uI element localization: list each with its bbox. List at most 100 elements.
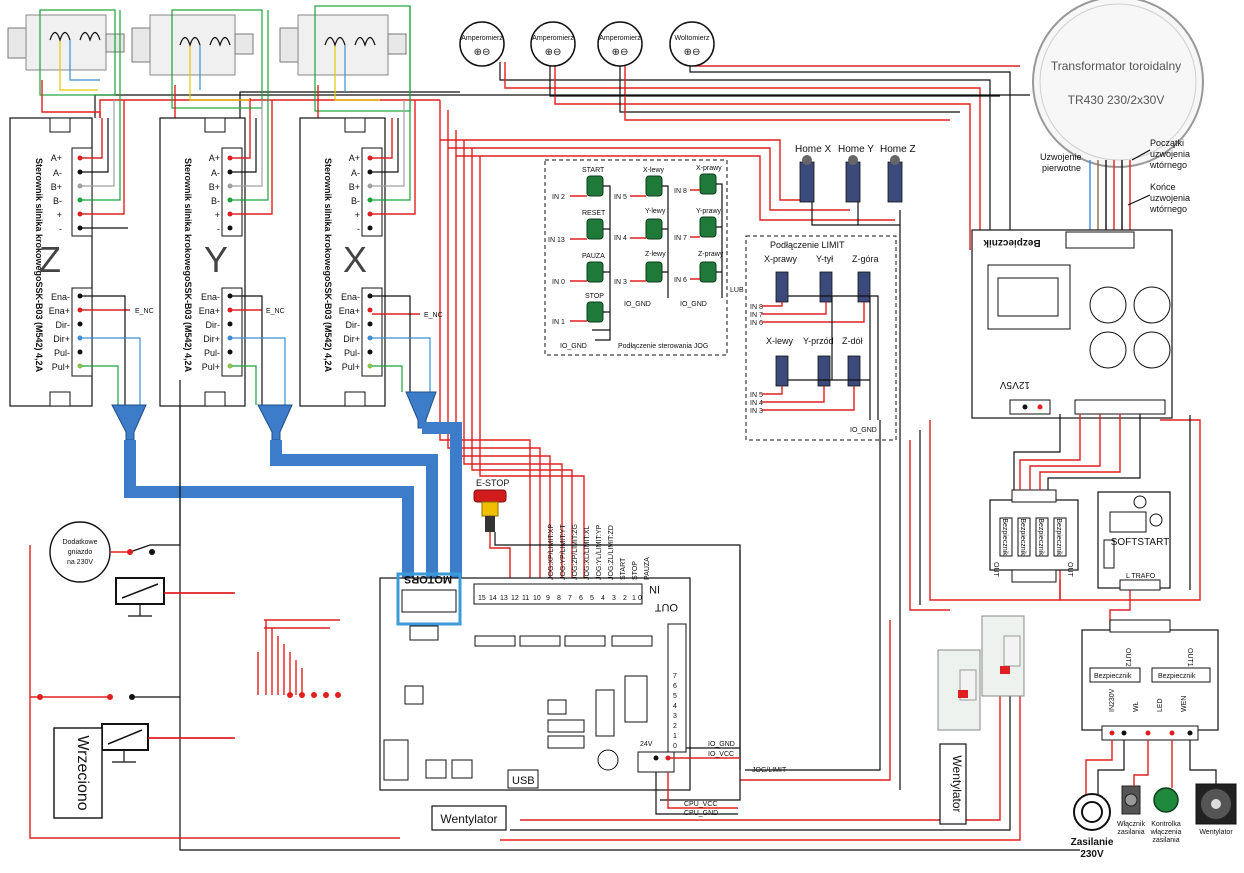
board-cpu-vcc: CPU_VCC: [684, 801, 717, 808]
svg-text:IN 3: IN 3: [614, 279, 627, 286]
stepper-motors: [7, 5, 411, 118]
svg-text:Ena+: Ena+: [199, 306, 220, 316]
svg-text:Z-prawy: Z-prawy: [698, 251, 724, 258]
svg-text:13: 13: [500, 595, 508, 602]
fuse-board-small: Bezpiecznik Bezpiecznik Bezpiecznik Bezp…: [989, 414, 1141, 583]
svg-text:12: 12: [511, 595, 519, 602]
svg-text:6: 6: [579, 595, 583, 602]
svg-text:230V: 230V: [1080, 849, 1104, 860]
svg-text:STOP: STOP: [585, 293, 604, 300]
svg-text:START: START: [620, 557, 627, 580]
svg-text:Ena-: Ena-: [341, 292, 360, 302]
svg-text:na 230V: na 230V: [67, 559, 93, 566]
svg-text:Włącznik: Włącznik: [1117, 821, 1146, 828]
jog-buttons-left: START RESET PAUZA STOP IN 2 IN 13 IN 0 I…: [548, 167, 611, 341]
svg-text:B+: B+: [209, 182, 220, 192]
svg-text:4: 4: [673, 703, 677, 710]
svg-text:Bezpiecznik: Bezpiecznik: [1158, 673, 1196, 680]
svg-text:B+: B+: [51, 182, 62, 192]
svg-text:Z-góra: Z-góra: [852, 254, 879, 264]
meters: Amperomierz ⊕⊖ Amperomierz ⊕⊖ Amperomier…: [459, 21, 715, 67]
svg-text:IN 5: IN 5: [750, 392, 763, 399]
svg-text:Uzwojenie: Uzwojenie: [1040, 152, 1082, 162]
svg-text:JOG:YL/LIMIT:YP: JOG:YL/LIMIT:YP: [596, 524, 603, 580]
svg-text:7: 7: [673, 673, 677, 680]
e-stop-label: E-STOP: [476, 478, 509, 488]
board-motors-label: MOTORS: [404, 573, 452, 585]
svg-text:+: +: [355, 210, 360, 220]
svg-text:IN 4: IN 4: [750, 400, 763, 407]
svg-text:15: 15: [478, 595, 486, 602]
svg-text:Bezpiecznik: Bezpiecznik: [1037, 518, 1044, 556]
driver-x-letter: X: [343, 239, 367, 280]
softstart-module: SOFTSTART L TRAFO: [1097, 491, 1171, 591]
svg-text:Pul+: Pul+: [52, 362, 70, 372]
spindle-label: Wrzeciono: [74, 735, 91, 810]
svg-text:Wentylator: Wentylator: [1199, 829, 1233, 836]
svg-text:WEN: WEN: [1181, 696, 1188, 712]
ammeter-2: Amperomierz ⊕⊖: [530, 21, 576, 67]
svg-text:START: START: [582, 167, 605, 174]
svg-text:IN 0: IN 0: [552, 279, 565, 286]
svg-text:Y-tył: Y-tył: [816, 254, 833, 264]
svg-text:5: 5: [590, 595, 594, 602]
power-switch: Włącznik zasilania: [1117, 740, 1149, 836]
stepper-motor-y: [131, 9, 263, 118]
driver-y-letter: Y: [204, 239, 228, 280]
svg-text:JOG:ZP/LIMIT:ZG: JOG:ZP/LIMIT:ZG: [572, 524, 579, 580]
svg-text:10: 10: [533, 595, 541, 602]
svg-text:Y-lewy: Y-lewy: [645, 208, 666, 215]
fan-box-right: Wentylator: [939, 743, 967, 825]
svg-text:IN 3: IN 3: [750, 408, 763, 415]
svg-text:Dir-: Dir-: [346, 320, 361, 330]
svg-text:Pul+: Pul+: [342, 362, 360, 372]
softstart-label: SOFTSTART: [1111, 537, 1170, 548]
svg-text:LED: LED: [1157, 698, 1164, 712]
fuse-board-out-right: OUT: [1066, 562, 1073, 578]
svg-text:6: 6: [673, 683, 677, 690]
svg-text:⊕⊖: ⊕⊖: [612, 47, 629, 58]
fuse-board-out-left: OUT: [992, 562, 999, 578]
svg-text:X-lewy: X-lewy: [766, 336, 794, 346]
e-stop: E-STOP: [473, 478, 741, 770]
driver-z-bottom-labels: Ena- Ena+ Dir- Dir+ Pul- Pul+: [49, 292, 70, 372]
svg-text:zasilania: zasilania: [1152, 837, 1179, 844]
svg-text:B-: B-: [351, 196, 360, 206]
svg-text:Ena-: Ena-: [51, 292, 70, 302]
svg-text:1: 1: [632, 595, 636, 602]
svg-text:PAUZA: PAUZA: [582, 253, 605, 260]
driver-z-letter: Z: [39, 239, 61, 280]
svg-text:uzwojenia: uzwojenia: [1150, 193, 1190, 203]
svg-text:2: 2: [673, 723, 677, 730]
svg-text:Dodatkowe: Dodatkowe: [62, 539, 97, 546]
ammeter-1: Amperomierz ⊕⊖: [459, 21, 505, 67]
svg-text:JOG:XL/LIMIT:XL: JOG:XL/LIMIT:XL: [584, 525, 591, 580]
svg-text:IN 2: IN 2: [552, 194, 565, 201]
driver-y-enc: E_NC: [266, 308, 285, 315]
svg-text:2: 2: [623, 595, 627, 602]
svg-text:⊕⊖: ⊕⊖: [684, 47, 701, 58]
svg-text:IN 8: IN 8: [674, 188, 687, 195]
svg-text:+: +: [57, 210, 62, 220]
svg-text:5: 5: [673, 693, 677, 700]
red-bus-lines: [257, 619, 341, 698]
svg-text:IN 7: IN 7: [674, 235, 687, 242]
svg-text:zasilania: zasilania: [1117, 829, 1144, 836]
motor-cables: [124, 422, 462, 578]
svg-text:pierwotne: pierwotne: [1042, 163, 1081, 173]
svg-text:3: 3: [612, 595, 616, 602]
home-x-label: Home X: [795, 144, 831, 155]
svg-text:Bezpiecznik: Bezpiecznik: [1001, 518, 1008, 556]
svg-text:IN 5: IN 5: [614, 194, 627, 201]
svg-text:IN230V: IN230V: [1109, 688, 1116, 712]
svg-text:IN 6: IN 6: [750, 320, 763, 327]
board-io-gnd: IO_GND: [708, 741, 735, 748]
svg-text:14: 14: [489, 595, 497, 602]
svg-text:X-prawy: X-prawy: [696, 165, 722, 172]
svg-text:Kontrolka: Kontrolka: [1151, 821, 1181, 828]
svg-text:Amperomierz: Amperomierz: [461, 35, 503, 42]
svg-text:Woltomierz: Woltomierz: [675, 35, 710, 42]
mains-socket: Zasilanie 230V: [1071, 740, 1125, 860]
svg-text:A-: A-: [53, 168, 62, 178]
